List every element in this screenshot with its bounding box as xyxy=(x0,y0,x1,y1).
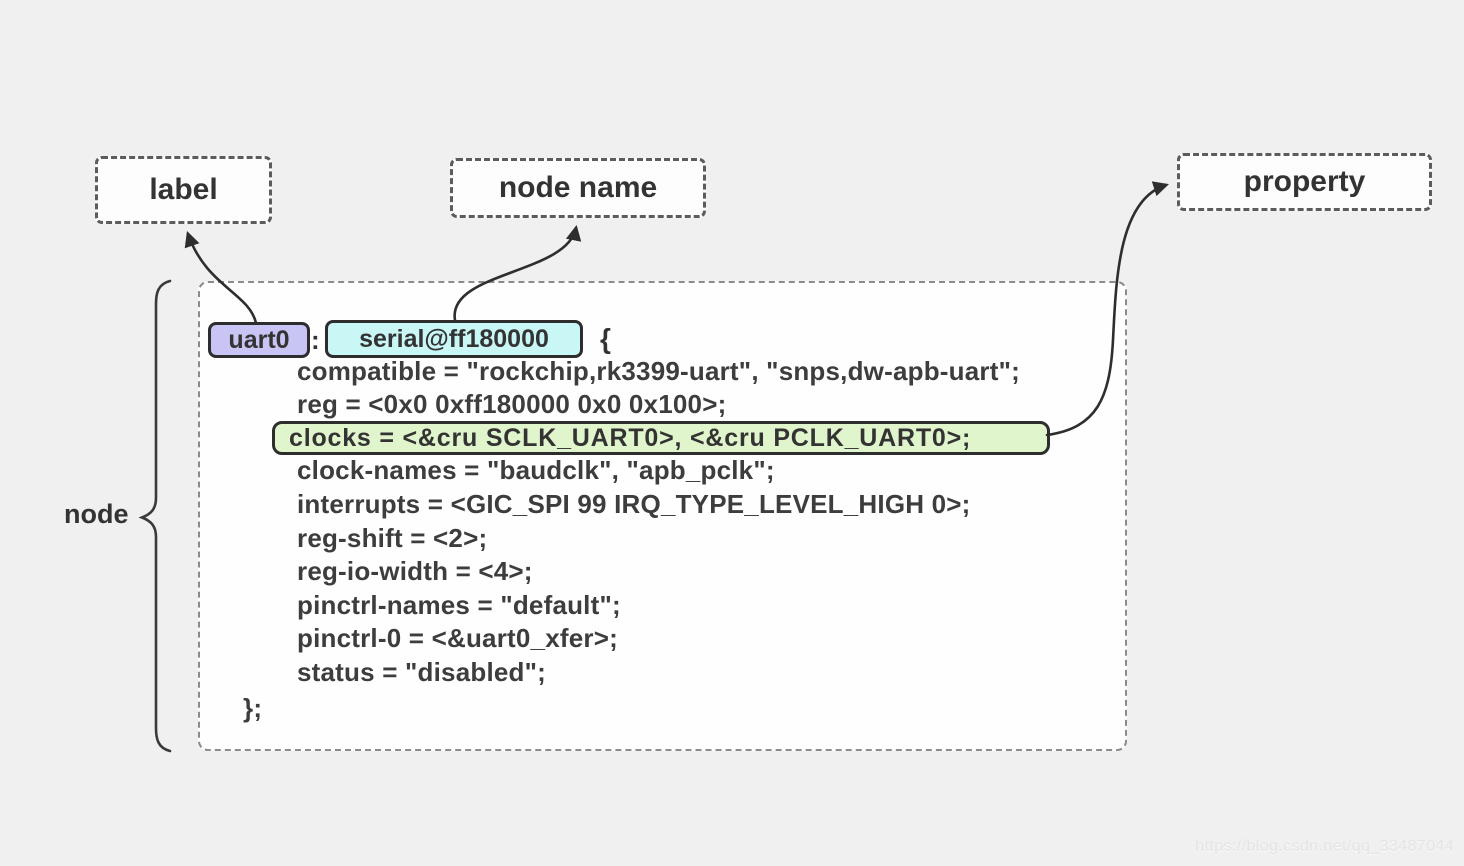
node-name-chip-text: serial@ff180000 xyxy=(359,324,549,353)
label-chip-text: uart0 xyxy=(228,325,290,354)
label-chip: uart0 xyxy=(208,322,310,358)
property-highlight-chip: clocks = <&cru SCLK_UART0>, <&cru PCLK_U… xyxy=(272,421,1050,455)
code-line-interrupts: interrupts = <GIC_SPI 99 IRQ_TYPE_LEVEL_… xyxy=(297,489,971,519)
code-line-reg-io-width: reg-io-width = <4>; xyxy=(297,556,533,586)
node-name-callout-text: node name xyxy=(498,171,658,204)
code-line-reg-shift: reg-shift = <2>; xyxy=(297,523,488,553)
code-line-status: status = "disabled"; xyxy=(297,657,546,687)
label-callout-text: label xyxy=(149,173,218,206)
code-line-pinctrl-0: pinctrl-0 = <&uart0_xfer>; xyxy=(297,623,618,653)
property-callout-box: property xyxy=(1177,153,1432,211)
node-name-chip: serial@ff180000 xyxy=(325,320,583,358)
code-line-pinctrl-names: pinctrl-names = "default"; xyxy=(297,590,621,620)
header-colon: : xyxy=(311,325,320,355)
node-callout-text: node xyxy=(64,499,129,529)
open-brace: { xyxy=(600,323,611,354)
node-dashed-box xyxy=(198,281,1127,751)
code-line-compatible: compatible = "rockchip,rk3399-uart", "sn… xyxy=(297,356,1020,386)
property-callout-text: property xyxy=(1243,165,1366,198)
node-curly-brace xyxy=(138,279,172,753)
label-callout-box: label xyxy=(95,156,272,224)
code-line-clock-names: clock-names = "baudclk", "apb_pclk"; xyxy=(297,455,775,485)
node-name-callout-box: node name xyxy=(450,158,706,218)
close-brace: }; xyxy=(243,693,263,723)
watermark-text: https://blog.csdn.net/qq_33487044 xyxy=(1195,838,1454,855)
code-line-reg: reg = <0x0 0xff180000 0x0 0x100>; xyxy=(297,389,727,419)
